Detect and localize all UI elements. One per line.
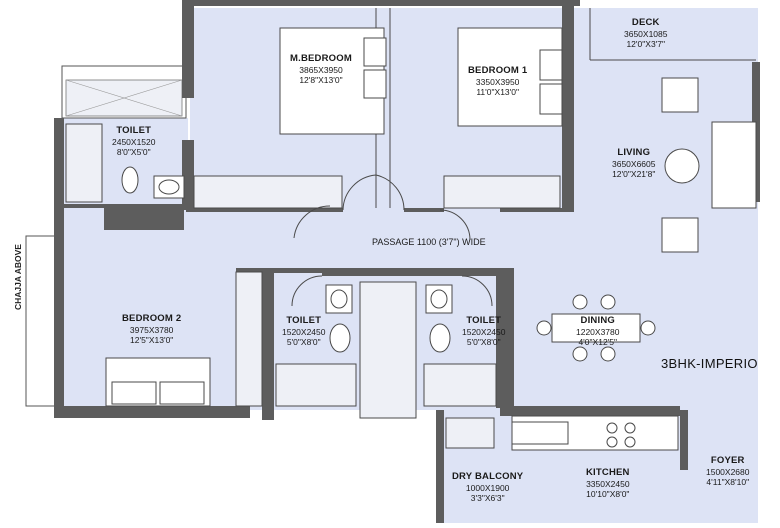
dry-balcony-label: DRY BALCONY 1000X1900 3'3"X6'3" — [452, 471, 524, 504]
room-imperial: 12'0"X21'8" — [612, 169, 656, 179]
toilet-2-label: TOILET 1520X2450 5'0"X8'0" — [282, 315, 326, 348]
room-metric: 1500X2680 — [706, 466, 750, 477]
room-name: DINING — [580, 315, 615, 326]
room-imperial: 3'3"X6'3" — [470, 493, 505, 503]
chajja-label: CHAJJA ABOVE — [13, 244, 23, 310]
room-metric: 2450X1520 — [112, 136, 156, 147]
room-metric: 3650X1085 — [624, 28, 668, 39]
passage-label: PASSAGE 1100 (3'7") WIDE — [372, 237, 486, 247]
toilet-1-label: TOILET 2450X1520 8'0"X5'0" — [112, 125, 156, 158]
dining-label: DINING 1220X3780 4'0"X12'5" — [576, 315, 620, 348]
bedroom-2-label: BEDROOM 2 3975X3780 12'5"X13'0" — [122, 313, 182, 346]
room-name: TOILET — [466, 315, 502, 326]
foyer-label: FOYER 1500X2680 4'11"X8'10" — [706, 455, 750, 488]
room-name: FOYER — [710, 455, 745, 466]
room-imperial: 12'5"X13'0" — [130, 335, 174, 345]
furniture — [65, 27, 757, 451]
room-name: DRY BALCONY — [452, 471, 524, 482]
room-metric: 3350X3950 — [475, 76, 520, 87]
balcony-top-left — [61, 65, 187, 119]
room-name: TOILET — [116, 125, 152, 136]
room-metric: 3865X3950 — [299, 64, 343, 75]
room-metric: 3650X6605 — [612, 158, 656, 169]
unit-title: 3BHK-IMPERIO — [661, 356, 758, 371]
bedroom-1-label: BEDROOM 1 3350X3950 11'0"X13'0" — [468, 65, 528, 98]
room-metric: 1520X2450 — [462, 326, 506, 337]
living-label: LIVING 3650X6605 12'0"X21'8" — [612, 147, 656, 180]
room-imperial: 10'10"X8'0" — [586, 489, 630, 499]
room-metric: 3350X2450 — [586, 478, 630, 489]
room-metric: 1000X1900 — [465, 482, 510, 493]
room-imperial: 12'8"X13'0" — [299, 75, 343, 85]
kitchen-label: KITCHEN 3350X2450 10'10"X8'0" — [586, 467, 630, 500]
room-imperial: 8'0"X5'0" — [116, 147, 151, 157]
room-imperial: 5'0"X8'0" — [286, 337, 321, 347]
toilet-3-label: TOILET 1520X2450 5'0"X8'0" — [462, 315, 506, 348]
room-name: LIVING — [617, 147, 651, 158]
room-imperial: 12'0"X3'7" — [626, 39, 666, 49]
room-metric: 1220X3780 — [576, 326, 620, 337]
master-bedroom-label: M.BEDROOM 3865X3950 12'8"X13'0" — [290, 53, 352, 86]
room-name: TOILET — [286, 315, 322, 326]
room-metric: 1520X2450 — [282, 326, 326, 337]
room-name: BEDROOM 2 — [122, 313, 182, 324]
room-imperial: 4'0"X12'5" — [578, 337, 618, 347]
room-imperial: 5'0"X8'0" — [466, 337, 501, 347]
room-name: M.BEDROOM — [290, 53, 352, 64]
room-imperial: 4'11"X8'10" — [706, 477, 750, 487]
room-name: KITCHEN — [586, 467, 630, 478]
room-name: BEDROOM 1 — [468, 65, 528, 76]
room-name: DECK — [631, 17, 660, 28]
deck-label: DECK 3650X1085 12'0"X3'7" — [624, 17, 668, 50]
room-imperial: 11'0"X13'0" — [476, 87, 520, 97]
doors — [291, 174, 493, 307]
room-metric: 3975X3780 — [129, 324, 174, 335]
